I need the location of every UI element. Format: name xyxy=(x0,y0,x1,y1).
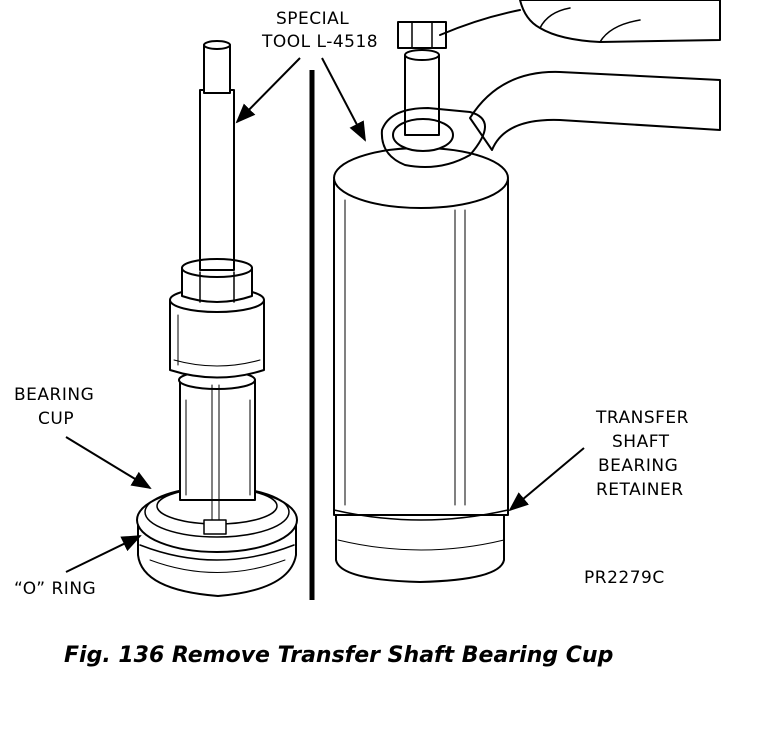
label-o-ring: “O” RING xyxy=(14,579,96,599)
label-retainer-line3: BEARING xyxy=(598,456,678,476)
arrow-special-tool-left xyxy=(235,57,301,124)
leader-arrows xyxy=(65,57,585,573)
transfer-shaft-bearing-retainer xyxy=(333,147,509,583)
tool-threaded-rod xyxy=(199,40,235,271)
right-assembly xyxy=(333,0,721,583)
arrow-special-tool-right xyxy=(321,57,366,142)
arrow-o-ring xyxy=(65,535,142,573)
label-special-tool-line1: SPECIAL xyxy=(276,9,349,29)
label-special-tool-line2: TOOL L-4518 xyxy=(261,32,378,52)
tool-hex-nut xyxy=(181,258,253,303)
label-retainer-line1: TRANSFER xyxy=(595,408,689,428)
arrow-bearing-cup xyxy=(65,436,152,490)
label-bearing-cup-line1: BEARING xyxy=(14,385,94,405)
label-retainer-line4: RETAINER xyxy=(596,480,684,500)
bearing-cup-housing xyxy=(136,486,298,597)
arrow-retainer xyxy=(508,447,585,512)
retainer-stud xyxy=(397,9,521,136)
figure-caption: Fig. 136 Remove Transfer Shaft Bearing C… xyxy=(64,643,613,668)
label-retainer-line2: SHAFT xyxy=(612,432,670,452)
left-assembly xyxy=(136,40,298,597)
label-bearing-cup-line2: CUP xyxy=(38,409,74,429)
hand xyxy=(519,0,721,43)
figure-code: PR2279C xyxy=(584,568,665,588)
